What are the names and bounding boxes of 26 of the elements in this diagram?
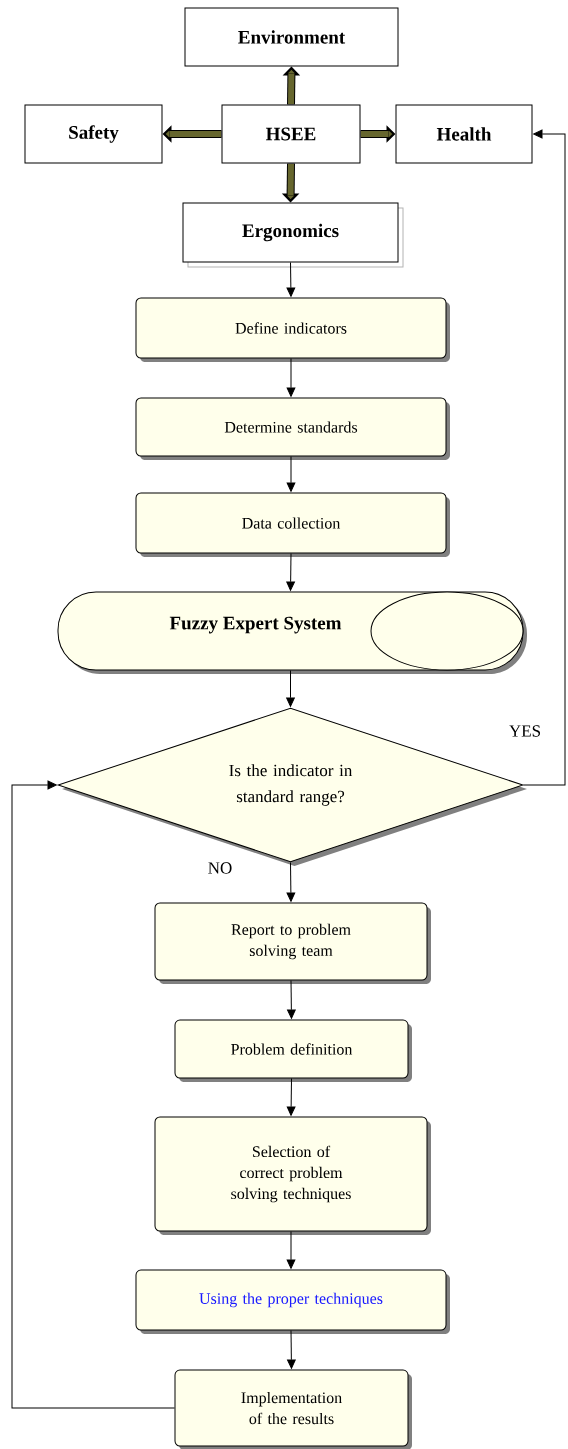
label-box: Ergonomics [182, 202, 404, 268]
process-box: Data collection [135, 492, 450, 557]
process-box: Problem definition [174, 1019, 412, 1082]
arrow [287, 980, 296, 1019]
process-box: Report to problem solving team [154, 902, 431, 984]
process-box: Determine standards [135, 397, 450, 460]
arrow [286, 262, 296, 297]
arrow [11, 780, 175, 1409]
arrow [286, 670, 295, 707]
label-box: Health [395, 104, 533, 164]
arrow [286, 456, 296, 492]
arrow [286, 862, 296, 902]
arrow [286, 1231, 296, 1269]
process-box: Using the proper techniques [135, 1269, 450, 1334]
label-box: HSEE [221, 104, 361, 164]
process-box: Define indicators [135, 297, 450, 362]
arrow [287, 1330, 296, 1369]
arrow [286, 358, 296, 397]
process-box: Selection of correct problem solving techniques [154, 1116, 431, 1235]
arrow [286, 553, 295, 591]
process-box: Implementation of the results [174, 1369, 412, 1449]
process-terminator: Fuzzy Expert System [57, 591, 527, 674]
label-box: Environment [184, 7, 399, 67]
label-box: Safety [24, 104, 163, 164]
arrow [523, 129, 566, 786]
arrow [286, 1078, 296, 1116]
